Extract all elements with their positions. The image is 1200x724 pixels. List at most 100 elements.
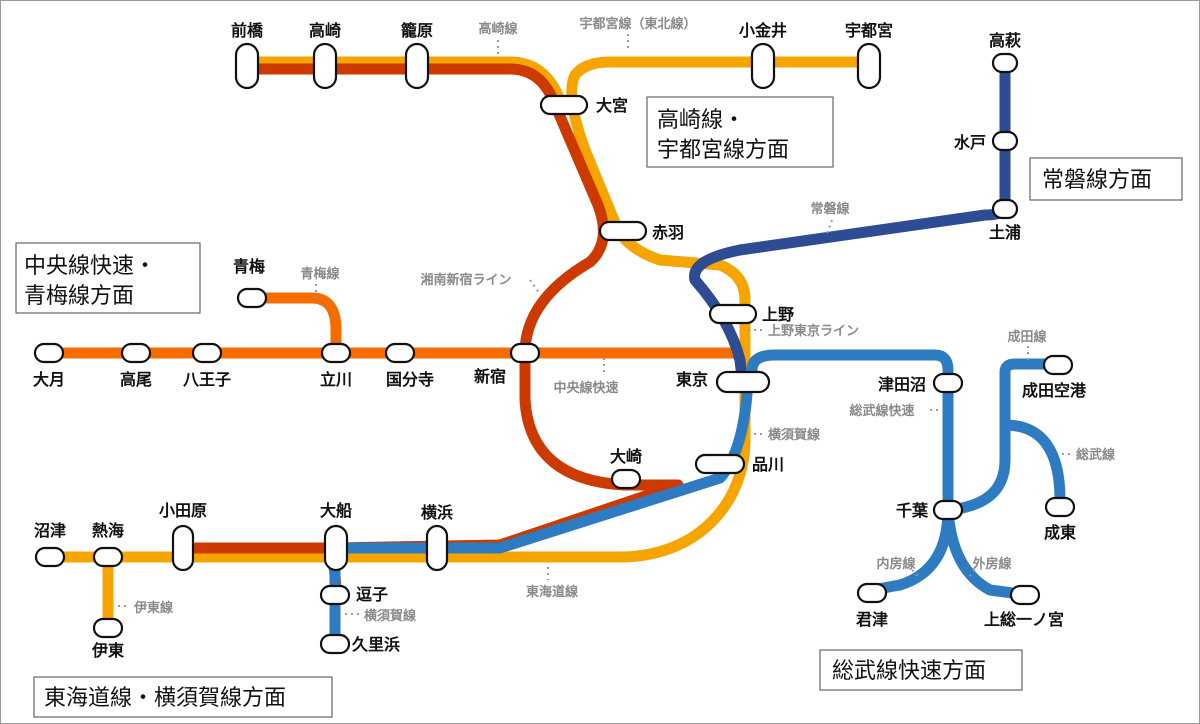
node-tachikawa[interactable] [320, 342, 352, 364]
node-shinagawa[interactable] [694, 453, 746, 475]
node-takao[interactable] [120, 342, 152, 364]
node-chiba[interactable] [932, 499, 964, 521]
label-ueno: 上野 [762, 305, 794, 324]
line-label-sotobo: 外房線 [971, 556, 1012, 572]
node-ueno[interactable] [708, 303, 758, 325]
label-utsunomiya: 宇都宮 [845, 21, 893, 40]
takasaki-yellow-route [242, 56, 566, 106]
line-label-yokosuka-1: 横須賀線 [768, 427, 821, 443]
line-label-chuo-rapid: 中央線快速 [553, 380, 618, 396]
station-labels: 前橋 高崎 籠原 小金井 宇都宮 大宮 赤羽 高萩 水戸 土浦 青梅 大月 高尾… [33, 21, 1087, 660]
node-takahagi[interactable] [991, 52, 1019, 74]
node-narita-airport[interactable] [1042, 354, 1074, 376]
node-takasaki[interactable] [312, 42, 338, 90]
label-kazusa-ichinomiya: 上総一ノ宮 [984, 610, 1064, 629]
region-chuo-line1: 中央線快速・ [24, 254, 156, 279]
node-odawara[interactable] [171, 524, 195, 572]
region-joban: 常磐線方面 [1029, 157, 1183, 201]
node-atami[interactable] [92, 546, 124, 568]
line-label-narita: 成田線 [1007, 329, 1047, 345]
line-label-yokosuka-2: 横須賀線 [364, 608, 417, 624]
label-hachioji: 八王子 [182, 370, 231, 389]
label-takahagi: 高萩 [989, 31, 1021, 50]
region-takasaki-utsunomiya-line2: 宇都宮線方面 [657, 138, 789, 163]
label-shinagawa: 品川 [752, 455, 784, 474]
node-koganei[interactable] [750, 42, 776, 90]
node-akabane[interactable] [598, 220, 648, 242]
label-akabane: 赤羽 [652, 223, 684, 242]
line-label-ome: 青梅線 [300, 266, 340, 282]
ome-route [246, 292, 342, 359]
station-nodes [33, 42, 1076, 655]
line-label-takasaki: 高崎線 [478, 21, 518, 37]
label-koganei: 小金井 [739, 21, 787, 40]
label-ome: 青梅 [233, 257, 265, 276]
line-labels: 高崎線 宇都宮線（東北線） 常磐線 湘南新宿ライン 青梅線 中央線快速 上野東京… [133, 16, 1116, 624]
node-ito[interactable] [92, 617, 124, 639]
label-tokyo: 東京 [676, 370, 708, 389]
node-tsuchiura[interactable] [991, 198, 1019, 220]
label-chiba: 千葉 [896, 501, 929, 520]
node-osaki[interactable] [610, 468, 642, 490]
region-tokaido: 東海道線・横須賀線方面 [33, 676, 333, 718]
region-joban-label: 常磐線方面 [1042, 168, 1152, 193]
node-omiya[interactable] [539, 94, 589, 116]
label-maebashi: 前橋 [231, 21, 264, 40]
region-takasaki-utsunomiya: 高崎線・ 宇都宮線方面 [646, 96, 834, 168]
label-odawara: 小田原 [159, 501, 207, 520]
node-otsuki[interactable] [33, 342, 65, 364]
node-mito[interactable] [991, 130, 1019, 152]
label-naruto: 成東 [1044, 523, 1076, 542]
label-tsuchiura: 土浦 [989, 223, 1021, 242]
leader-lines [118, 34, 1072, 615]
label-yokohama: 横浜 [421, 503, 453, 522]
line-label-joban: 常磐線 [810, 201, 850, 217]
region-sobu: 総武線快速方面 [819, 649, 1023, 691]
node-hachioji[interactable] [191, 342, 223, 364]
label-otsuki: 大月 [33, 370, 65, 389]
node-zushi[interactable] [319, 584, 351, 606]
node-shinjuku[interactable] [509, 342, 541, 364]
label-kurihama: 久里浜 [352, 635, 400, 654]
region-chuo-line2: 青梅線方面 [24, 284, 134, 309]
label-shinjuku: 新宿 [474, 367, 506, 386]
node-naruto[interactable] [1044, 496, 1076, 518]
node-maebashi[interactable] [234, 42, 260, 90]
label-zushi: 逗子 [356, 585, 388, 604]
label-numazu: 沼津 [34, 521, 66, 540]
node-kagohara[interactable] [404, 42, 430, 90]
line-label-shonan-shinjuku: 湘南新宿ライン [420, 272, 511, 288]
region-tokaido-label: 東海道線・横須賀線方面 [44, 686, 286, 711]
label-kokubunji: 国分寺 [386, 370, 434, 389]
node-kurihama[interactable] [319, 633, 351, 655]
narita-route [942, 358, 1064, 516]
label-takasaki: 高崎 [309, 21, 341, 40]
node-kokubunji[interactable] [384, 342, 416, 364]
sotobo-route [942, 504, 1026, 600]
line-label-tokaido: 東海道線 [526, 584, 579, 600]
line-label-ito: 伊東線 [133, 600, 174, 616]
line-label-ueno-tokyo: 上野東京ライン [768, 323, 859, 339]
label-osaki: 大崎 [610, 447, 642, 466]
label-mito: 水戸 [954, 133, 986, 152]
region-sobu-label: 総武線快速方面 [832, 659, 986, 684]
node-tokyo[interactable] [715, 370, 771, 394]
node-utsunomiya[interactable] [856, 42, 882, 90]
node-numazu[interactable] [34, 546, 66, 568]
label-ofuna: 大船 [320, 501, 352, 520]
label-ito: 伊東 [91, 641, 124, 660]
label-tsudanuma: 津田沼 [878, 375, 926, 394]
node-tsudanuma[interactable] [932, 372, 964, 394]
node-yokohama[interactable] [425, 524, 449, 572]
label-atami: 熱海 [92, 521, 124, 540]
label-omiya: 大宮 [596, 96, 628, 115]
node-ofuna[interactable] [323, 524, 349, 572]
label-takao: 高尾 [120, 370, 152, 389]
region-boxes: 高崎線・ 宇都宮線方面 常磐線方面 中央線快速・ 青梅線方面 東海道線・横須賀線… [15, 96, 1183, 718]
line-label-utsunomiya: 宇都宮線（東北線） [579, 16, 696, 32]
node-ome[interactable] [236, 287, 268, 309]
region-chuo: 中央線快速・ 青梅線方面 [15, 242, 201, 314]
node-kazusa-ichinomiya[interactable] [1009, 584, 1041, 606]
node-kisarazu[interactable] [856, 582, 888, 604]
